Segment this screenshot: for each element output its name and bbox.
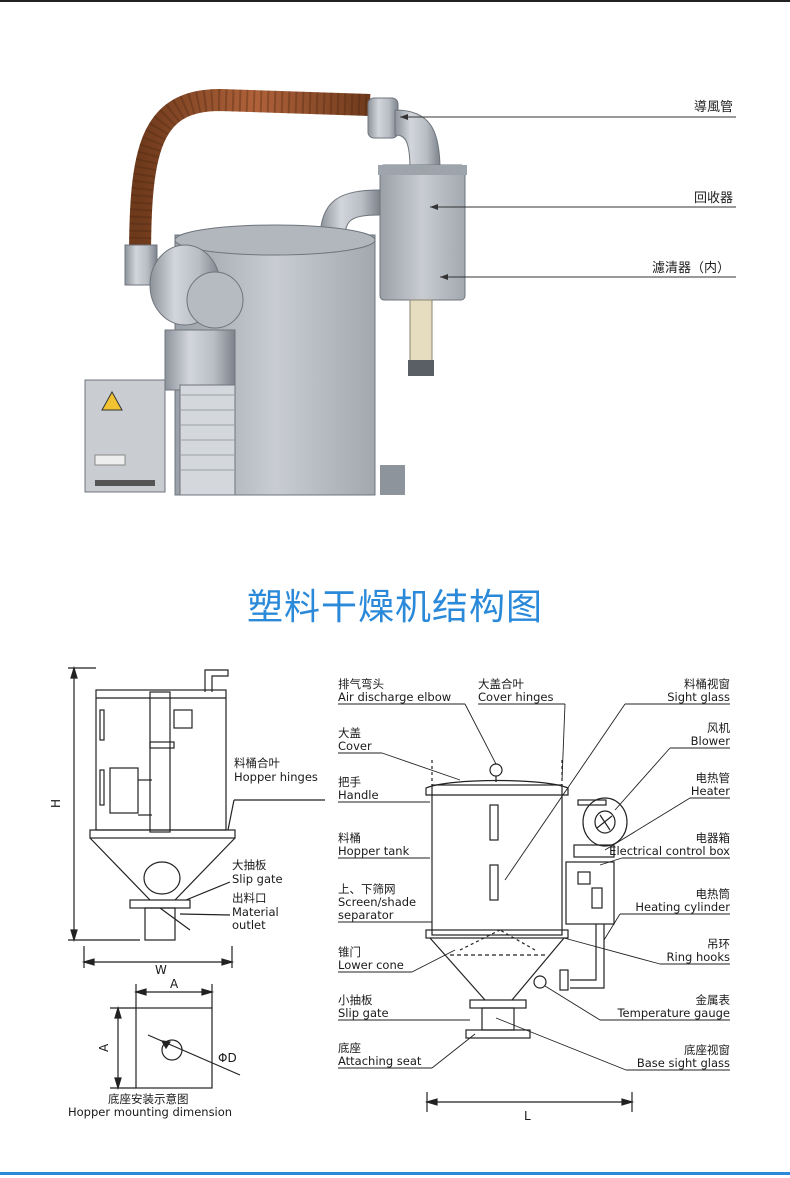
label-heating-cylinder-cn: 电热筒: [696, 887, 731, 901]
label-screen-en: Screen/shade: [338, 895, 416, 909]
dim-w: W: [155, 963, 167, 977]
mount-caption-cn: 底座安装示意图: [108, 1092, 189, 1106]
mount-dim-d: ΦD: [218, 1051, 237, 1065]
label-screen-cn: 上、下筛网: [338, 882, 396, 896]
photo-callouts: [400, 114, 736, 280]
label-temp-gauge-cn: 金属表: [696, 993, 731, 1007]
main-right-labels: 料桶视窗 Sight glass 风机 Blower 电热管 Heater 电器…: [609, 677, 730, 1070]
label-heating-cylinder-en: Heating cylinder: [635, 900, 730, 914]
hopper-hinges-en: Hopper hinges: [234, 770, 318, 784]
label-cover-hinges-cn: 大盖合叶: [478, 677, 524, 691]
label-ring-hooks-cn: 吊环: [707, 937, 730, 951]
left-hopper-drawing: [68, 665, 325, 968]
label-lower-cone-en: Lower cone: [338, 958, 404, 972]
callout-filter: 濾清器（内）: [652, 261, 731, 276]
label-cover-hinges-en: Cover hinges: [478, 690, 553, 704]
mount-dim-a-top: A: [170, 977, 179, 991]
material-outlet-en-2: outlet: [232, 918, 266, 932]
label-sight-glass-en: Sight glass: [667, 690, 730, 704]
label-seat-en: Attaching seat: [338, 1054, 422, 1068]
label-blower-en: Blower: [691, 734, 731, 748]
dim-h: H: [49, 799, 63, 808]
label-slip-gate-en: Slip gate: [338, 1006, 389, 1020]
label-lower-cone-cn: 锥门: [338, 945, 361, 959]
label-hopper-tank-cn: 料桶: [338, 831, 361, 845]
label-sight-glass-cn: 料桶视窗: [684, 677, 730, 691]
label-heater-en: Heater: [691, 784, 730, 798]
leader-lines: [338, 703, 730, 1071]
label-cover-en: Cover: [338, 739, 372, 753]
callout-collector: 回收器: [694, 191, 734, 206]
label-air-elbow-cn: 排气弯头: [338, 677, 384, 691]
label-blower-cn: 风机: [707, 721, 730, 735]
dim-l: L: [524, 1109, 531, 1123]
label-base-sight-en: Base sight glass: [637, 1056, 730, 1070]
hose: [129, 88, 371, 261]
product-photo: [84, 88, 467, 496]
label-hopper-tank-en: Hopper tank: [338, 844, 410, 858]
main-left-labels: 排气弯头 Air discharge elbow 大盖 Cover 把手 Han…: [338, 677, 451, 1068]
mount-caption-en: Hopper mounting dimension: [68, 1105, 232, 1119]
label-cover-cn: 大盖: [338, 726, 361, 740]
top-border: [0, 0, 790, 2]
left-slip-gate-en: Slip gate: [232, 872, 283, 886]
label-temp-gauge-en: Temperature gauge: [616, 1006, 730, 1020]
left-slip-gate-cn: 大抽板: [232, 858, 267, 872]
bottom-border: [0, 1172, 790, 1175]
label-base-sight-cn: 底座视窗: [684, 1043, 730, 1057]
label-air-elbow-en: Air discharge elbow: [338, 690, 451, 704]
control-box: [84, 379, 166, 493]
callout-air-duct: 導風管: [694, 100, 734, 115]
mount-drawing: [110, 984, 241, 1091]
label-control-box-cn: 电器箱: [696, 831, 731, 845]
hopper-hinges-cn: 料桶合叶: [234, 756, 280, 770]
label-heater-cn: 电热管: [696, 771, 731, 785]
label-control-box-en: Electrical control box: [609, 844, 730, 858]
label-screen-en-2: separator: [338, 908, 394, 922]
label-seat-cn: 底座: [338, 1041, 361, 1055]
page-title: 塑料干燥机结构图: [246, 587, 543, 628]
main-hopper-drawing: [424, 760, 635, 1112]
label-handle-cn: 把手: [338, 775, 361, 789]
structure-diagram: H W 料桶合叶 Hopper hinges 大抽板 Slip gate 出料口…: [49, 665, 730, 1123]
label-ring-hooks-en: Ring hooks: [667, 950, 730, 964]
material-outlet-en-1: Material: [232, 905, 279, 919]
label-handle-en: Handle: [338, 788, 379, 802]
material-outlet-cn: 出料口: [232, 891, 267, 905]
mount-dim-a-side: A: [97, 1043, 111, 1052]
label-slip-gate-cn: 小抽板: [338, 993, 373, 1007]
